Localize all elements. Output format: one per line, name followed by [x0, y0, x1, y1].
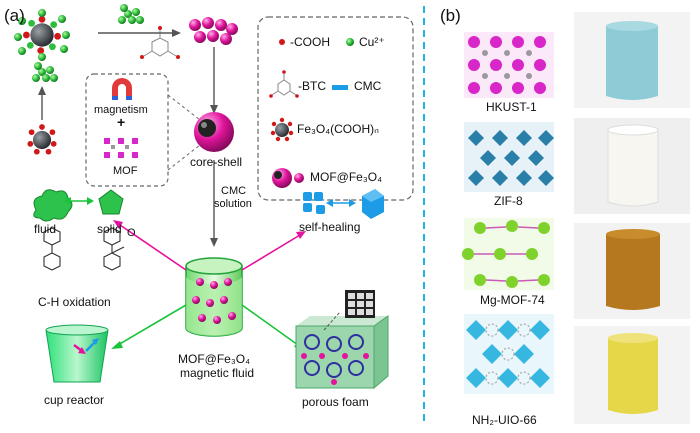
nh2-uio-66-label: NH₂-UIO-66	[472, 413, 537, 427]
magnetic-fluid-label-1: MOF@Fe₃O₄	[178, 352, 250, 366]
fe3o4-cooh-particle	[27, 124, 57, 155]
mg-mof-74-foam-photo	[574, 223, 690, 319]
ch-oxidation-molecules	[43, 227, 125, 271]
mg-mof-74-label: Mg-MOF-74	[480, 293, 545, 307]
fe3o4-icon	[270, 117, 294, 142]
ch-oxidation-label: C-H oxidation	[38, 295, 111, 309]
porous-foam-label: porous foam	[302, 395, 369, 409]
cmc-label: CMC	[221, 185, 247, 197]
cmc-icon	[332, 85, 348, 90]
btc-molecule	[140, 26, 180, 59]
ketone-o-label: O	[127, 227, 136, 239]
mof-lattice-icon	[104, 138, 138, 158]
zif-8-foam-photo	[574, 118, 690, 214]
fluid-label: fluid	[34, 222, 57, 236]
legend-btc-label: -BTC	[298, 79, 326, 93]
core-shell-particle	[194, 112, 234, 152]
foam-grid-icon	[345, 290, 375, 318]
magnetic-fluid-label-2: magnetic fluid	[180, 366, 255, 380]
solid-label: solid	[97, 222, 122, 236]
cup-reactor-icon	[45, 324, 109, 383]
cooh-icon	[279, 39, 285, 45]
core-shell-label: core-shell	[190, 155, 243, 169]
inset-magnetism-label: magnetism	[94, 104, 148, 116]
mof-fe3o4-cluster	[189, 17, 238, 45]
self-healing-label: self-healing	[299, 220, 361, 234]
zif-8-structure	[464, 122, 554, 192]
solution-label: solution	[214, 198, 252, 210]
magnetic-fluid-beaker	[185, 257, 243, 337]
cu-ion-cluster	[118, 4, 144, 24]
cu-ion-cluster-left	[32, 62, 58, 82]
panel-b-label: (b)	[440, 6, 461, 25]
fluid-icon	[33, 189, 73, 222]
hkust-1-label: HKUST-1	[486, 100, 537, 114]
magnet-icon	[112, 78, 132, 100]
self-healing-icon	[303, 189, 384, 219]
legend-fe3o4-label: Fe₃O₄(COOH)ₙ	[297, 122, 379, 136]
legend-cu-label: Cu²⁺	[359, 35, 385, 49]
btc-icon	[269, 70, 299, 98]
cup-reactor-label: cup reactor	[44, 393, 105, 407]
cu-icon	[346, 38, 354, 46]
legend-mof-fe3o4-label: MOF@Fe₃O₄	[310, 170, 382, 184]
zif-8-label: ZIF-8	[494, 194, 523, 208]
legend-cooh-label: -COOH	[290, 35, 330, 49]
nh2-uio-66-foam-photo	[574, 326, 690, 424]
porous-foam-block	[295, 315, 389, 390]
fe3o4-cu-particle-top	[14, 9, 70, 61]
legend-box	[257, 16, 414, 201]
hkust-1-structure	[464, 32, 554, 98]
mg-mof-74-structure	[462, 218, 554, 290]
inset-mof-label: MOF	[113, 165, 138, 177]
nh2-uio-66-structure	[464, 314, 554, 394]
inset-plus-label: +	[117, 114, 126, 130]
mof-fe3o4-icon	[272, 168, 304, 188]
inset-box	[85, 73, 169, 187]
solid-icon	[98, 189, 124, 215]
panel-a-label: (a)	[4, 6, 25, 25]
legend-cmc-label: CMC	[354, 79, 382, 93]
hkust-1-foam-photo	[574, 12, 690, 108]
